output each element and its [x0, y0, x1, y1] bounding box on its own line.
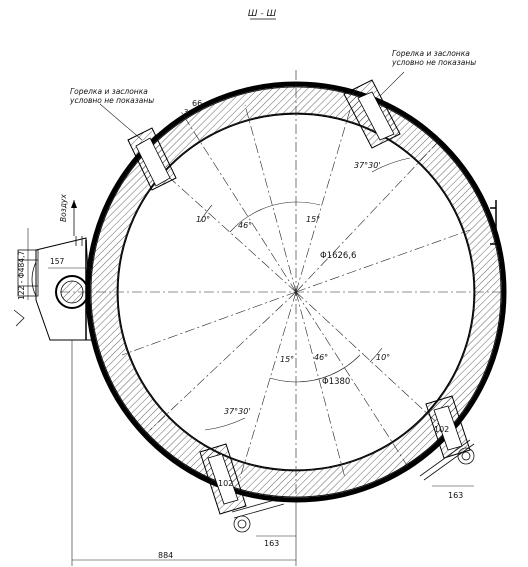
air-inlet-assembly [13, 200, 93, 341]
burner-note-right-line2: условно не показаны [391, 58, 476, 67]
leader-right-note [379, 71, 405, 97]
angle-10-bottom-label: 10° [376, 353, 390, 362]
angle-46-bottom-label: 46° [314, 353, 328, 362]
angle-arc-46-top [229, 201, 297, 233]
radial-line-6 [295, 229, 471, 293]
angle-10-top-label: 10° [196, 215, 210, 224]
radial-line-4 [295, 109, 351, 293]
dim-102-right-label: 102 [434, 425, 449, 434]
diam-outer-label: Φ1626,6 [320, 251, 356, 261]
air-label: Воздух [59, 194, 68, 222]
dim-163-left-label: 163 [264, 539, 279, 548]
dim-157-label: 157 [50, 257, 65, 266]
angle-arc-46-bottom [295, 354, 361, 383]
right-side-bracket [490, 200, 497, 245]
leader-left-note [99, 103, 143, 141]
section-title: Ш - Ш [248, 9, 277, 19]
flange-fitting-bottom-left [231, 497, 285, 533]
angle-37-30-bottom-label: 37°30' [224, 407, 251, 416]
diam-inner-label: Φ1380 [322, 377, 350, 387]
dim-3-label: 3 [184, 108, 188, 116]
burner-note-left-line2: условно не показаны [69, 96, 154, 105]
radial-line-9 [295, 291, 346, 479]
radial-line-3 [244, 104, 297, 293]
radial-line-5 [295, 139, 441, 293]
angle-arc-37-bottom [204, 417, 246, 431]
angle-arc-15-top [295, 201, 321, 206]
angle-arc-10-top [199, 204, 213, 223]
burner-port-bottom-left [199, 443, 247, 515]
angle-arc-10-bottom [369, 347, 383, 363]
radial-line-1 [149, 159, 297, 293]
burner-note-right-line1: Горелка и заслонка [392, 49, 470, 58]
angle-37-30-top-label: 37°30' [354, 161, 381, 170]
radial-line-7 [295, 291, 446, 431]
flange-fitting-bottom-right [419, 439, 475, 481]
burner-port-top-left [127, 127, 177, 191]
dim-163-right-label: 163 [448, 491, 463, 500]
angle-15-top-label: 15° [306, 215, 320, 224]
dim-884-label: 884 [158, 551, 173, 560]
angle-arc-37-top [371, 157, 411, 173]
angle-46-top-label: 46° [238, 221, 252, 230]
burner-note-left-line1: Горелка и заслонка [70, 87, 148, 96]
dim-122-label: 122 - Φ484,7 [17, 251, 26, 300]
radial-line-8 [295, 291, 411, 471]
radial-line-10 [239, 291, 297, 479]
radial-line-12 [121, 291, 297, 356]
dim-66-label: 66 [192, 99, 202, 108]
dim-102-left-label: 102 [218, 479, 233, 488]
burner-port-top-right [343, 79, 401, 149]
air-pipe-section [55, 275, 89, 309]
angle-arc-15-bottom [269, 377, 297, 383]
radial-line-11 [149, 291, 297, 431]
angle-15-bottom-label: 15° [280, 355, 294, 364]
